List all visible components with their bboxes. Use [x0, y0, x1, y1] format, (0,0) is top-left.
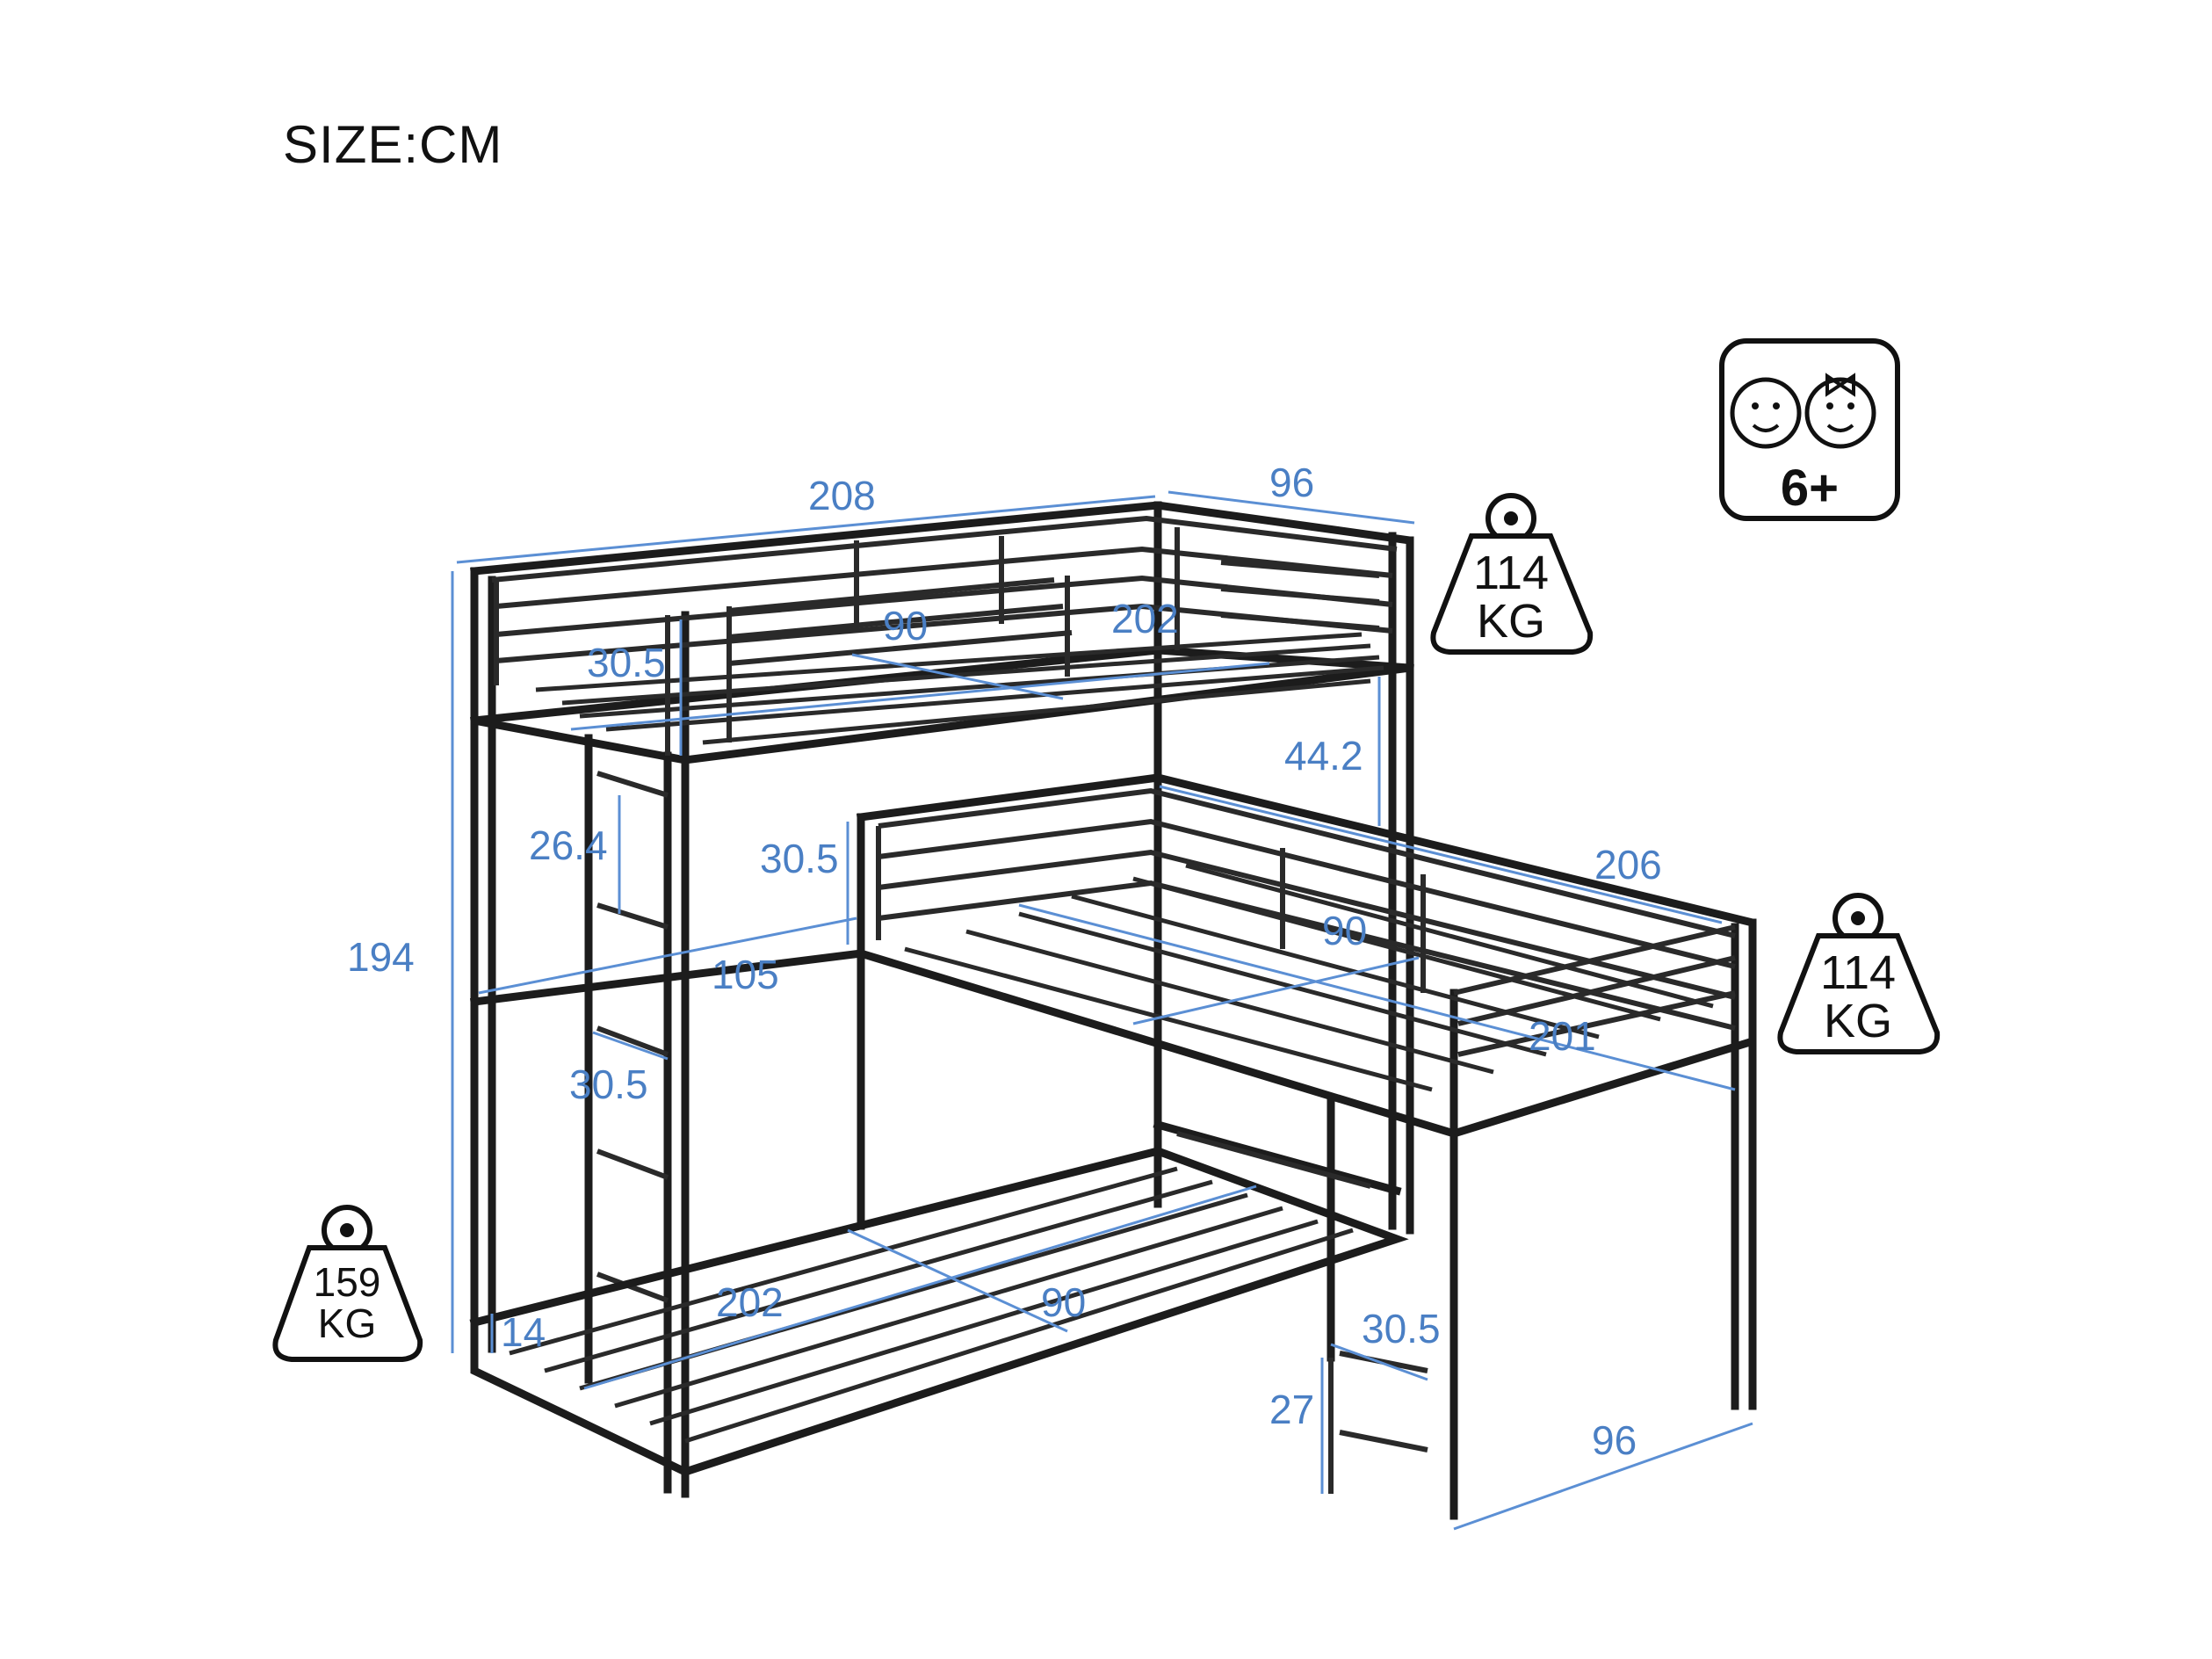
dim-top-inner-width: 90	[883, 603, 928, 648]
weight-middle-value: 114	[1820, 946, 1896, 999]
weight-top-value: 114	[1473, 547, 1549, 599]
bunk-bed-frame	[469, 501, 1757, 1520]
dim-small-ladder-width: 30.5	[1362, 1306, 1441, 1351]
weight-icon: 114 KG	[1777, 893, 1941, 1054]
dim-gap-top-middle: 44.2	[1284, 733, 1363, 779]
ladder	[584, 734, 669, 1384]
dim-top-rail: 30.5	[587, 640, 666, 685]
dim-middle-inner-length: 201	[1529, 1013, 1596, 1059]
dim-middle-length: 206	[1594, 842, 1662, 887]
small-ladder	[1328, 1351, 1428, 1494]
size-unit-title: SIZE:CM	[283, 115, 503, 174]
dimension-labels: 208 96 202 90 30.5 44.2 26.4 30.5 206 90…	[347, 460, 1662, 1463]
dim-top-length: 208	[808, 473, 876, 518]
dim-bottom-inner-length: 202	[716, 1279, 784, 1325]
weight-icon: 159 KG	[272, 1205, 423, 1362]
weight-top-unit: KG	[1477, 595, 1545, 648]
dim-bottom-height: 105	[712, 952, 779, 997]
dim-ladder-step: 26.4	[529, 822, 608, 868]
dim-small-ladder-height: 27	[1269, 1387, 1314, 1432]
middle-bunk	[469, 773, 1757, 1520]
dim-middle-inner-width: 90	[1322, 908, 1367, 953]
dim-top-width: 96	[1269, 460, 1314, 505]
weight-middle-unit: KG	[1824, 995, 1892, 1047]
weight-bottom-value: 159	[314, 1259, 381, 1305]
dim-bottom-inner-width: 90	[1041, 1279, 1086, 1325]
dim-total-height: 194	[347, 934, 415, 980]
weight-icon: 114 KG	[1430, 493, 1594, 655]
weight-bottom-unit: KG	[318, 1300, 376, 1346]
dim-ladder-width: 30.5	[569, 1061, 648, 1107]
dim-middle-width: 96	[1592, 1417, 1637, 1463]
age-label: 6+	[1781, 460, 1839, 517]
dim-top-inner-length: 202	[1111, 596, 1179, 641]
kids-age-icon: 6+	[1719, 338, 1900, 521]
dim-bottom-clearance: 14	[501, 1309, 546, 1355]
dim-middle-rail: 30.5	[760, 836, 839, 881]
upper-slats	[535, 632, 1384, 745]
bottom-bunk	[469, 1119, 1409, 1476]
dimension-arrows	[451, 490, 1753, 1531]
